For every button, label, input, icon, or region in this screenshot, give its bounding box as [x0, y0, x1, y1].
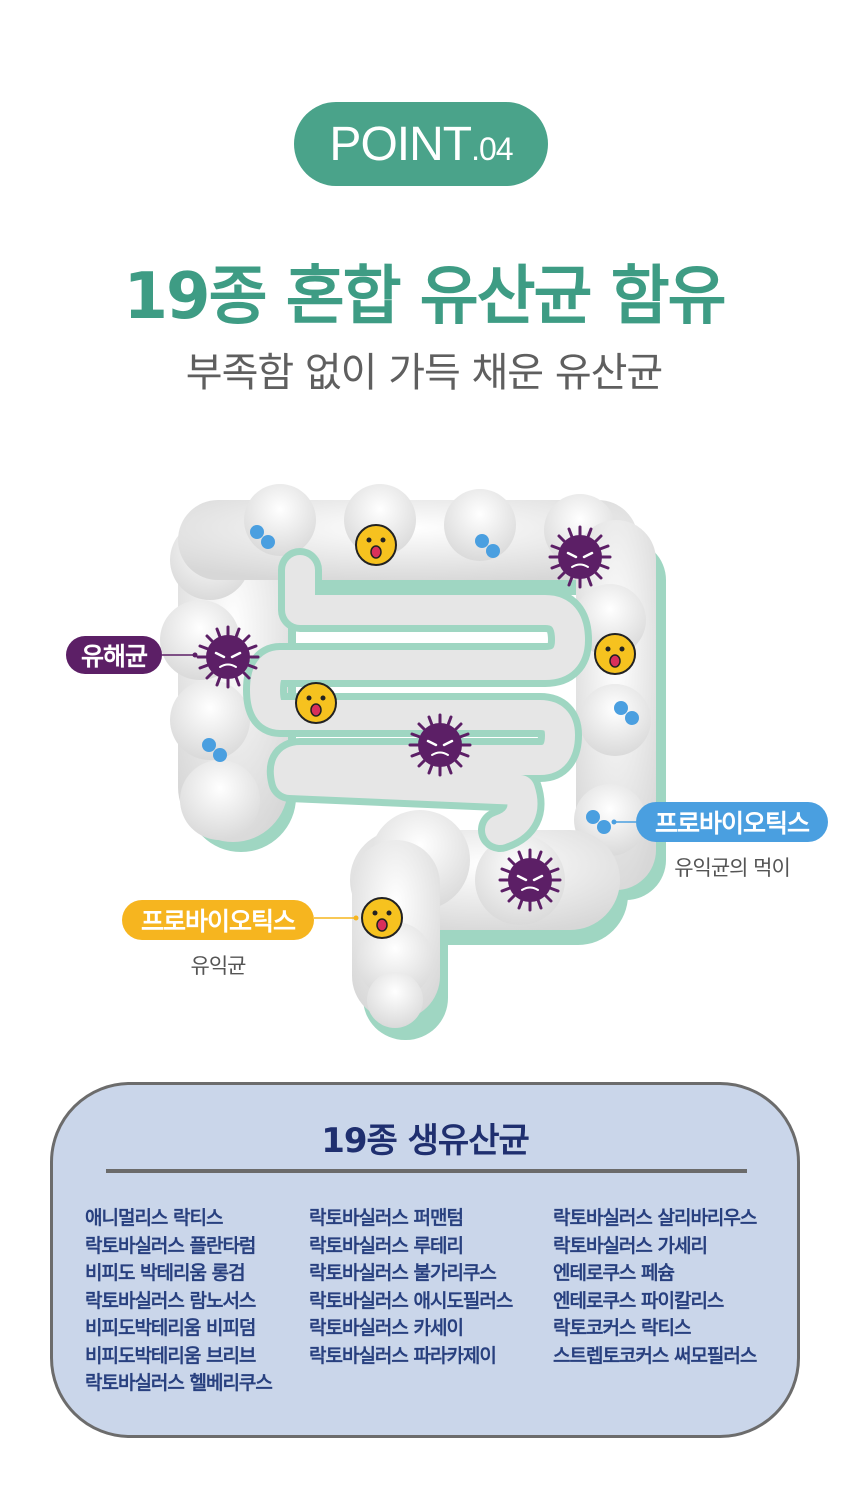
small-intestine	[243, 548, 592, 852]
intestine-diagram	[160, 484, 666, 1040]
strain-item: 락토바실러스 파라카제이	[309, 1344, 497, 1367]
callout-lines	[162, 652, 636, 921]
probiotics-yellow-label: 프로바이오틱스	[122, 900, 314, 940]
probiotic-face-1	[355, 524, 397, 566]
harmful-bacteria-4	[498, 848, 562, 912]
page-title: 19종 혼합 유산균 함유	[123, 260, 727, 334]
strain-list-box: 19종 생유산균 애니멀리스 락티스 락토바실러스 플란타럼 비피도 박테리움 …	[50, 1082, 800, 1438]
point-number: .04	[471, 130, 513, 167]
strain-item: 락토바실러스 람노서스	[85, 1289, 256, 1312]
probiotics-blue-caption: 유익균의 먹이	[674, 856, 791, 880]
strain-item: 락토바실러스 루테리	[309, 1234, 464, 1257]
probiotic-face-2	[594, 633, 636, 675]
strain-column-2: 락토바실러스 퍼맨텀 락토바실러스 루테리 락토바실러스 불가리쿠스 락토바실러…	[309, 1205, 513, 1370]
strain-item: 락토바실러스 헬베리쿠스	[85, 1372, 273, 1394]
strain-item: 비피도 박테리움 롱검	[85, 1262, 246, 1284]
point-badge: POINT.04	[294, 102, 548, 186]
probiotic-face-4	[361, 897, 403, 939]
strain-column-3: 락토바실러스 살리바리우스 락토바실러스 가세리 엔테로쿠스 페슘 엔테로쿠스 …	[553, 1205, 757, 1370]
strain-item: 락토바실러스 퍼맨텀	[309, 1207, 464, 1229]
strain-item: 락토바실러스 카세이	[309, 1317, 464, 1339]
harmful-bacteria-3	[408, 713, 472, 777]
harmful-bacteria-2	[196, 625, 260, 689]
strain-item: 애니멀리스 락티스	[85, 1207, 223, 1229]
strain-item: 락토바실러스 불가리쿠스	[309, 1262, 497, 1284]
strain-item: 비피도박테리움 브리브	[85, 1344, 256, 1367]
strain-item: 락토바실러스 살리바리우스	[553, 1207, 757, 1229]
strain-item: 스트렙토코커스 써모필러스	[553, 1344, 757, 1367]
point-label: POINT	[329, 117, 472, 171]
strain-item: 엔테로쿠스 페슘	[553, 1262, 675, 1284]
probiotics-blue-label: 프로바이오틱스	[636, 802, 828, 842]
strain-item: 락토바실러스 애시도필러스	[309, 1289, 513, 1312]
strain-column-1: 애니멀리스 락티스 락토바실러스 플란타럼 비피도 박테리움 롱검 락토바실러스…	[85, 1205, 273, 1398]
harmful-bacteria-label: 유해균	[66, 636, 162, 674]
strain-item: 락토코커스 락티스	[553, 1317, 691, 1339]
probiotics-yellow-caption: 유익균	[190, 954, 247, 978]
strain-item: 엔테로쿠스 파이칼리스	[553, 1289, 724, 1312]
page-subtitle: 부족함 없이 가득 채운 유산균	[185, 350, 663, 396]
harmful-bacteria-1	[548, 525, 612, 589]
strain-list-title: 19종 생유산균	[321, 1121, 530, 1161]
strain-item: 락토바실러스 가세리	[553, 1234, 708, 1257]
probiotic-face-3	[295, 682, 337, 724]
strain-item: 락토바실러스 플란타럼	[85, 1234, 256, 1257]
strain-item: 비피도박테리움 비피덤	[85, 1317, 256, 1339]
strain-list-divider	[106, 1169, 747, 1173]
intestine-body	[160, 484, 656, 1028]
